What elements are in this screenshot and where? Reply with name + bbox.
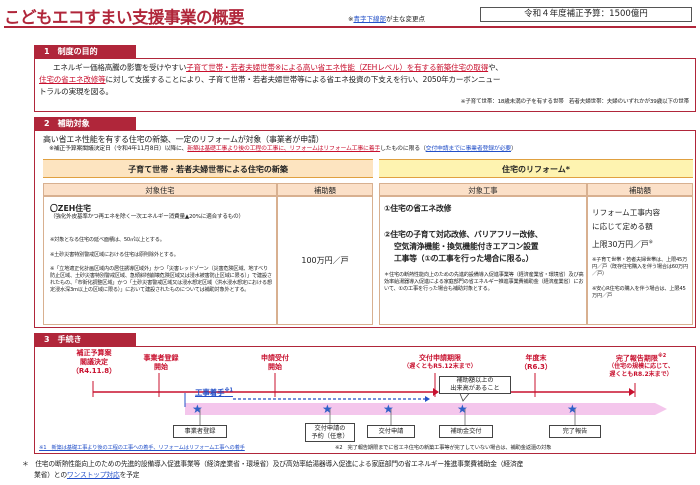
section2-box: 高い省エネ性能を有する住宅の新築、一定のリフォームが対象（事業者が申請） ※補正… <box>34 130 696 328</box>
budget-box: 令和４年度補正予算：1500億円 <box>480 7 692 22</box>
milestone-fiscal-end: 年度末（R6.3） <box>520 354 552 371</box>
start-arrow-head <box>425 396 430 402</box>
star-icon: ★ <box>457 402 468 416</box>
reform-work-2-line2: 空気清浄機能・換気機能付きエアコン設置 <box>394 242 539 251</box>
apply-arrow-head <box>433 388 439 396</box>
page-title: こどもエコすまい支援事業の概要 <box>4 8 245 27</box>
zeh-item: 〇ZEH住宅 <box>50 204 91 213</box>
new-amount-cell: 100万円／戸 <box>277 196 373 325</box>
reform-amount-2: に応じて定める額 <box>592 222 653 231</box>
report-arrow-head <box>629 388 635 396</box>
purpose-line-1: エネルギー価格高騰の影響を受けやすい子育て世帯・若者夫婦世帯※による高い省エネ性… <box>53 63 503 72</box>
footer-note: ＊ 住宅の断熱性能向上のための先進的設備導入促進事業等（経済産業省・環境省）及び… <box>22 460 524 479</box>
zeh-note-3: ※「立地適正化計画区域内の居住誘導区域外」かつ「災害レッドゾーン（災害危険区域、… <box>50 266 272 293</box>
reform-amount-cap: 上限30万円／戸※ <box>592 239 653 249</box>
timeline-footnote-1: ※1 新築は基礎工事より後の工程の工事への着手、リフォームはリフォーム工事への着… <box>39 445 245 451</box>
reform-work-2-line3: 工事等（①の工事を行った場合に限る。） <box>394 254 534 263</box>
new-col-amount: 補助額 <box>277 183 373 196</box>
reform-target-cell: ①住宅の省エネ改修 ②住宅の子育て対応改修、バリアフリー改修、 空気清浄機能・換… <box>379 196 587 325</box>
star-icon: ★ <box>192 402 203 416</box>
new-target-cell: 〇ZEH住宅 （強化外皮基準かつ再エネを除く一次エネルギー消費量▲20%に適合す… <box>43 196 277 325</box>
step-grant: 補助金交付 <box>439 425 493 438</box>
reform-note: ＊住宅の断熱性能向上のための先進的設備導入促進事業等（経済産業省・環境省）及び高… <box>384 272 584 293</box>
reform-work-2-line1: ②住宅の子育て対応改修、バリアフリー改修、 <box>384 230 543 239</box>
zeh-note-2: ※土砂災害特別警戒区域における住宅は原則除外とする。 <box>50 252 179 258</box>
timeline-band <box>185 403 667 415</box>
step-apply: 交付申請 <box>367 425 415 438</box>
milestone-report-deadline: 完了報告期限※2（住宅の規模に応じて、遅くともR8.2末まで） <box>608 353 674 379</box>
reform-header: 住宅のリフォーム* <box>379 159 693 178</box>
timeline-graphic <box>92 373 667 425</box>
reform-col-amount: 補助額 <box>587 183 693 196</box>
star-icon: ★ <box>383 402 394 416</box>
purpose-line-3: トラルの実現を図る。 <box>39 87 113 96</box>
change-note: ※青字下線部が主な変更点 <box>348 15 425 23</box>
section1-box: エネルギー価格高騰の影響を受けやすい子育て世帯・若者夫婦世帯※による高い省エネ性… <box>34 58 696 112</box>
target-intro: 高い省エネ性能を有する住宅の新築、一定のリフォームが対象（事業者が申請） <box>43 135 324 144</box>
milestone-registration: 事業者登録開始 <box>143 354 179 371</box>
section3-box: 補正予算案閣議決定（R4.11.8） 事業者登録開始 申請受付開始 交付申請期限… <box>34 346 696 454</box>
star-icon: ★ <box>567 402 578 416</box>
construction-start-label: 工事着手※1 <box>195 387 233 397</box>
new-build-header: 子育て世帯・若者夫婦世帯による住宅の新築 <box>43 159 373 178</box>
reform-work-1: ①住宅の省エネ改修 <box>384 204 452 213</box>
new-build-panel: 子育て世帯・若者夫婦世帯による住宅の新築 対象住宅 補助額 〇ZEH住宅 （強化… <box>43 159 373 325</box>
new-amount: 100万円／戸 <box>301 256 349 265</box>
title-rule <box>4 26 696 28</box>
milestone-apply-start: 申請受付開始 <box>261 354 289 371</box>
purpose-line-2: 住宅の省エネ改修等に対して支援することにより、子育て世帯・若者夫婦世帯等による省… <box>39 75 501 84</box>
reform-amount-note-1: ※子育て世帯・若者夫婦世帯は、上限45万円／戸（既存住宅購入を伴う場合は60万円… <box>592 257 688 277</box>
reform-col-target: 対象工事 <box>379 183 587 196</box>
step-report: 完了報告 <box>549 425 601 438</box>
star-icon: ★ <box>322 402 333 416</box>
progress-callout: 補助額以上の出来高があること <box>439 376 511 394</box>
bullet-icon: ＊ <box>22 460 36 468</box>
zeh-note-1: ※対象となる住宅の延べ面積は、50㎡以上とする。 <box>50 237 165 243</box>
reform-amount-cell: リフォーム工事内容 に応じて定める額 上限30万円／戸※ ※子育て世帯・若者夫婦… <box>587 196 693 325</box>
zeh-sub: （強化外皮基準かつ再エネを除く一次エネルギー消費量▲20%に適合するもの） <box>50 214 244 220</box>
timeline-footnote-2: ※2 完了報告期限までに省エネ住宅の新築工事等が完了していない場合は、補助金返還… <box>335 445 552 451</box>
reform-amount-1: リフォーム工事内容 <box>592 208 661 217</box>
reform-amount-note-2: ※安心R住宅の購入を伴う場合は、上限45万円／戸 <box>592 286 686 299</box>
target-note: ※補正予算案閣議決定日（令和4年11月8日）以降に、新築は基礎工事より後の工程の… <box>49 146 517 152</box>
milestone-decision: 補正予算案閣議決定（R4.11.8） <box>71 349 117 375</box>
new-col-target: 対象住宅 <box>43 183 277 196</box>
step-reservation: 交付申請の予約（任意） <box>305 423 355 442</box>
purpose-footnote: ※子育て世帯：18歳未満の子を有する世帯 若者夫婦世帯：夫婦のいずれかが39歳以… <box>460 99 689 105</box>
milestone-apply-deadline: 交付申請期限（遅くともR5.12末まで） <box>403 354 477 370</box>
reform-panel: 住宅のリフォーム* 対象工事 補助額 ①住宅の省エネ改修 ②住宅の子育て対応改修… <box>379 159 693 325</box>
step-registration: 事業者登録 <box>173 425 227 438</box>
